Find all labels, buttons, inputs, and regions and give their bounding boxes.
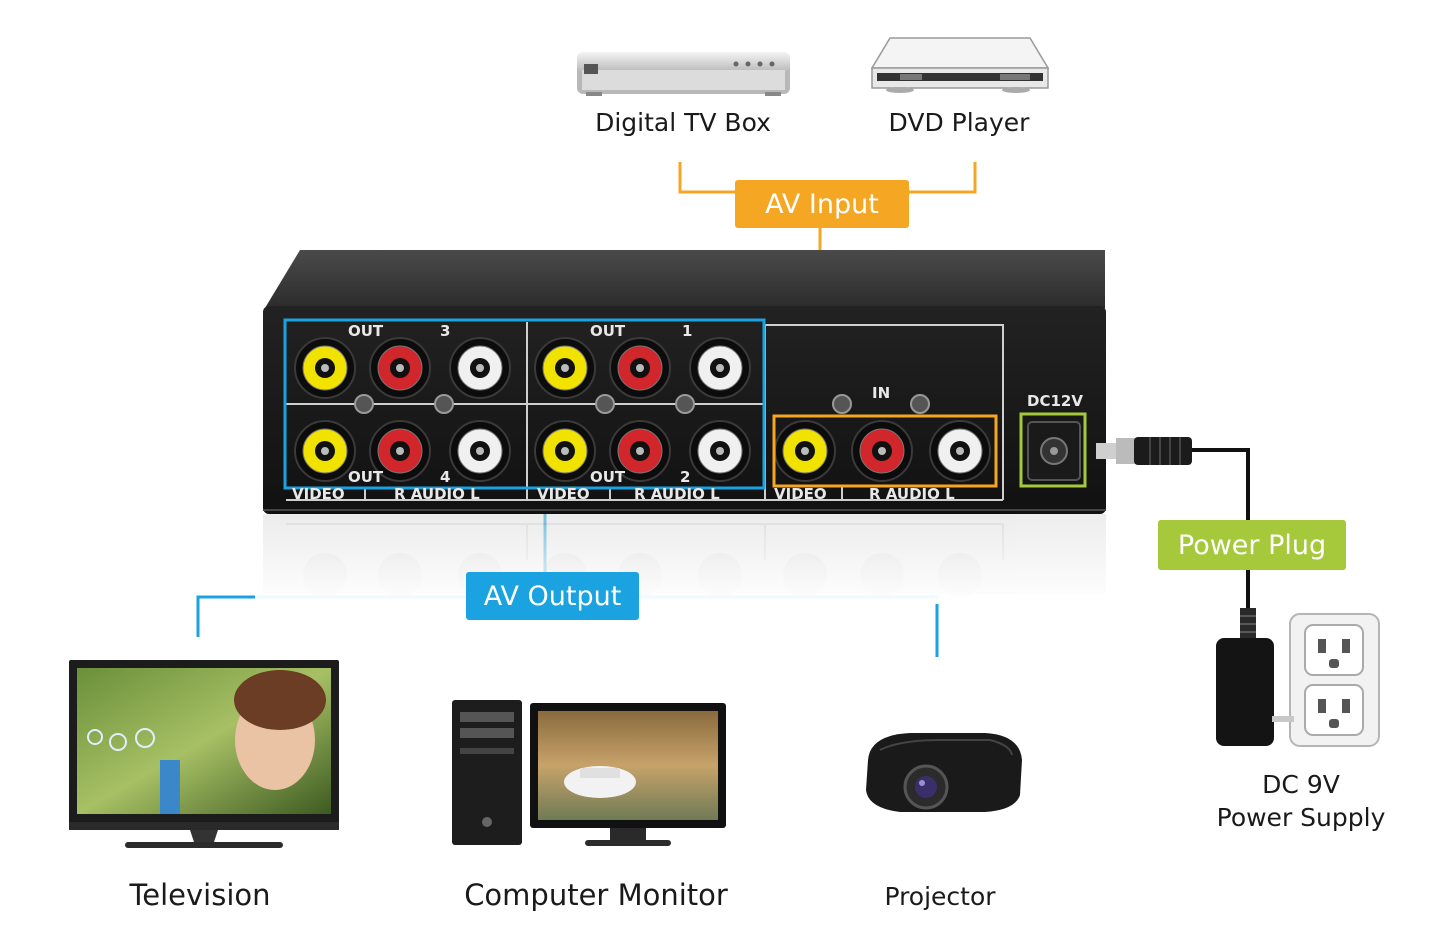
in-video-jack-icon [774,420,836,482]
audio-label-a: R AUDIO L [394,485,480,503]
out2-audio-r-jack-icon [609,420,671,482]
in-audio-r-jack-icon [851,420,913,482]
power-supply-line1: DC 9V [1262,770,1340,799]
projector-label: Projector [884,882,996,911]
port-number-1: 1 [682,322,693,340]
power-adapter-icon [1216,608,1294,746]
av-output-frame [283,318,766,490]
av-input-frame [772,414,998,488]
out2-video-jack-icon [534,420,596,482]
dc12v-label: DC12V [1027,392,1083,410]
av-input-tag: AV Input [735,180,909,228]
power-supply-line2: Power Supply [1216,803,1386,832]
power-plug-tag: Power Plug [1158,520,1346,570]
out4-audio-r-jack-icon [369,420,431,482]
in-label: IN [872,384,891,402]
dvd-player-label: DVD Player [888,108,1030,137]
audio-label-c: R AUDIO L [869,485,955,503]
out1-audio-r-jack-icon [609,337,671,399]
video-label-a: VIDEO [292,485,345,503]
out2-audio-l-jack-icon [689,420,751,482]
port-number-3: 3 [440,322,451,340]
out-label-1: OUT [590,322,626,340]
power-outlet-icon [1289,613,1380,747]
video-label-c: VIDEO [774,485,827,503]
digital-tv-box-label: Digital TV Box [595,108,771,137]
dc-jack-frame [1019,412,1087,488]
out-label-3: OUT [348,322,384,340]
video-label-b: VIDEO [537,485,590,503]
port-number-2: 2 [680,468,691,486]
computer-monitor-label: Computer Monitor [464,878,728,912]
out4-video-jack-icon [294,420,356,482]
television-icon [69,660,339,848]
in-audio-l-jack-icon [929,420,991,482]
port-number-4: 4 [440,468,451,486]
out3-audio-r-jack-icon [369,337,431,399]
dvd-player-icon [870,37,1050,93]
av-output-tag: AV Output [466,572,639,620]
television-label: Television [129,878,271,912]
digital-tv-box-icon [577,52,790,96]
out1-video-jack-icon [534,337,596,399]
av-splitter-device [263,250,1106,514]
computer-monitor-icon [452,700,726,846]
out3-video-jack-icon [294,337,356,399]
out-label-4: OUT [348,468,384,486]
out1-audio-l-jack-icon [689,337,751,399]
audio-label-b: R AUDIO L [634,485,720,503]
out-label-2: OUT [590,468,626,486]
out3-audio-l-jack-icon [449,337,511,399]
projector-icon [866,733,1022,812]
dc-plug-icon [1096,437,1192,465]
out4-audio-l-jack-icon [449,420,511,482]
